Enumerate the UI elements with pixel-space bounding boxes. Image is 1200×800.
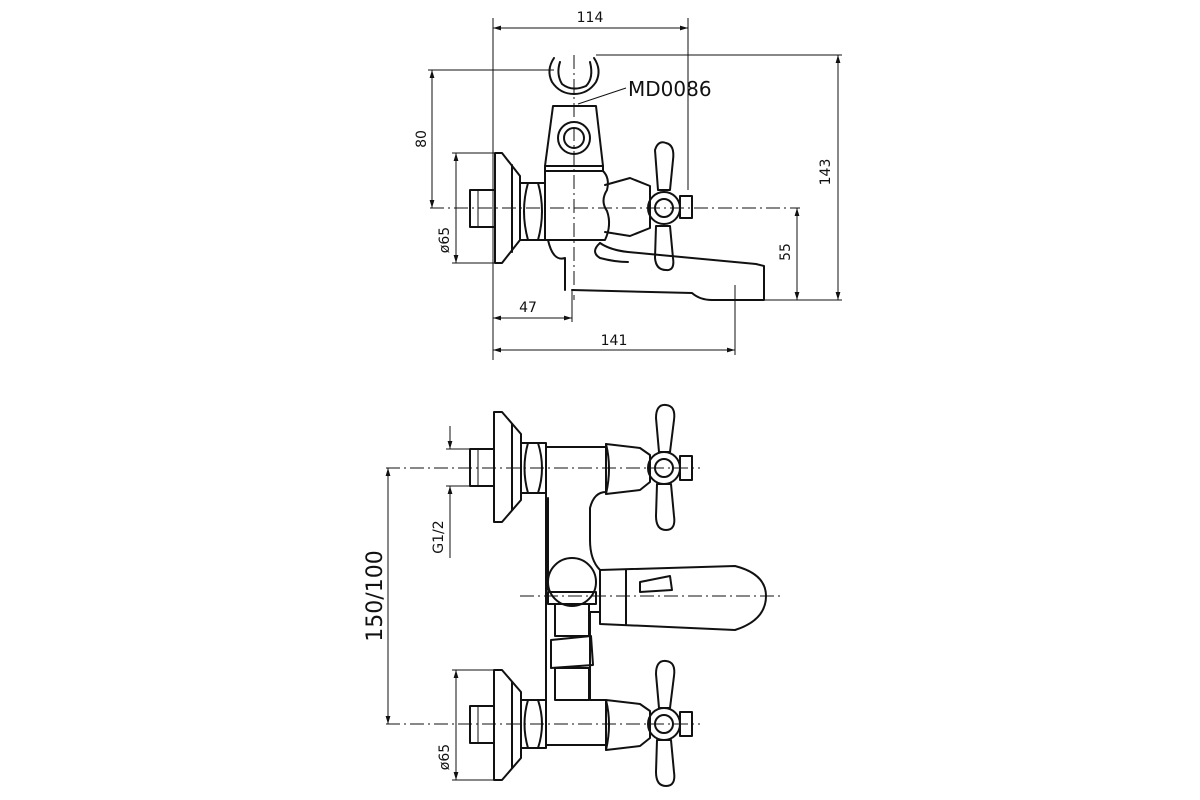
top-view: 114 80 143 55 ø65 47 141 [414, 10, 842, 360]
dimension-label: G1/2 [431, 520, 447, 553]
wall-flange-upper [469, 411, 547, 523]
dimension-flange-diameter-front: ø65 [437, 669, 494, 781]
dimension-thread: G1/2 [431, 426, 470, 558]
dimension-spacing: 150/100 [363, 468, 391, 724]
dimension-114: 114 [493, 10, 688, 31]
dimension-flange-diameter-top: ø65 [437, 153, 459, 263]
mixer-body-front [545, 446, 607, 746]
dimension-143: 143 [818, 55, 841, 300]
connector-nut-top [519, 182, 546, 241]
wall-flange-lower [469, 669, 547, 781]
dimension-label: 150/100 [363, 550, 388, 641]
dimension-label: 47 [519, 300, 537, 316]
valve-handle-lower[interactable] [605, 659, 693, 787]
dimension-label: 143 [818, 159, 834, 186]
dimension-label: 80 [414, 130, 430, 148]
part-code-label: MD0086 [628, 77, 712, 101]
dimension-label: ø65 [437, 227, 453, 253]
dimension-label: ø65 [437, 744, 453, 770]
dimension-80: 80 [414, 70, 435, 208]
mixer-body-top [544, 170, 611, 291]
dimension-label: 141 [601, 333, 628, 349]
dimension-141: 141 [493, 333, 735, 353]
front-view: 150/100 G1/2 ø65 [363, 403, 780, 787]
part-callout: MD0086 [577, 77, 712, 105]
valve-handle-upper[interactable] [605, 403, 693, 531]
dimension-47: 47 [493, 300, 572, 321]
dimension-label: 114 [577, 10, 604, 26]
dimension-label: 55 [778, 243, 794, 261]
spout-front [599, 565, 767, 631]
dimension-55: 55 [778, 208, 800, 300]
